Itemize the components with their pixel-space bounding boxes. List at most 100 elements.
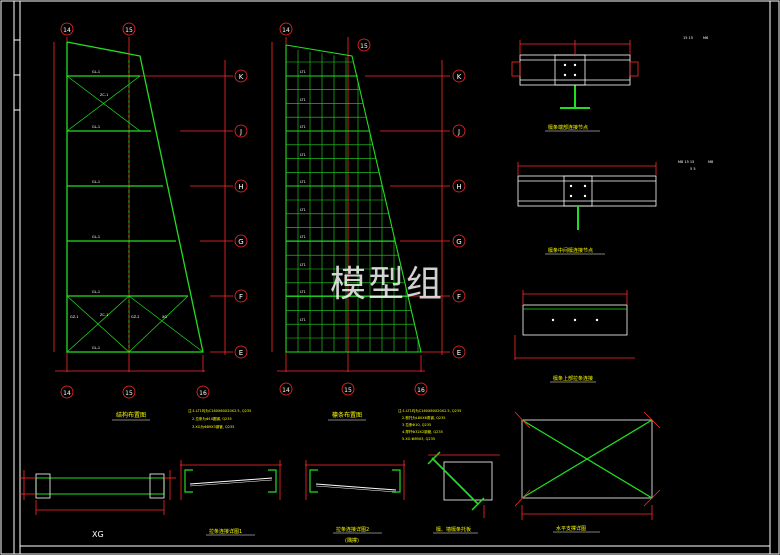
svg-text:16: 16 (199, 390, 207, 397)
svg-text:H: H (238, 183, 243, 191)
svg-text:M6: M6 (703, 36, 708, 40)
axis-bubble-bottom-14: 14 (60, 385, 74, 399)
svg-text:拉条连接详图2: 拉条连接详图2 (336, 526, 369, 533)
watermark: 模型组 (330, 264, 445, 305)
svg-text:15: 15 (125, 27, 133, 34)
svg-text:14: 14 (63, 27, 71, 34)
svg-text:注:1.LT1均为C160X60X20X2.5, Q235: 注:1.LT1均为C160X60X20X2.5, Q235 (398, 408, 461, 413)
svg-text:4.撑杆Φ32X2钢管, Q235: 4.撑杆Φ32X2钢管, Q235 (402, 429, 443, 434)
svg-text:GL-1: GL-1 (92, 290, 100, 294)
svg-text:LT1: LT1 (300, 180, 306, 184)
svg-text:LT1: LT1 (300, 235, 306, 239)
svg-text:LT1: LT1 (300, 125, 306, 129)
svg-text:M8: M8 (708, 160, 713, 164)
svg-text:檩条上部拉条连接: 檩条上部拉条连接 (553, 375, 593, 382)
structure-layout-drawing: 14 15 14 15 16 (53, 22, 248, 421)
svg-text:GZ-1: GZ-1 (70, 315, 79, 319)
axis-bubble-bottom-16: 16 (196, 385, 210, 399)
svg-text:GL-1: GL-1 (92, 125, 100, 129)
svg-text:檩条中间檩连接节点: 檩条中间檩连接节点 (548, 247, 593, 254)
svg-text:F: F (239, 293, 243, 301)
svg-text:H: H (456, 183, 461, 191)
detail-purlin-support: 檩、墙檩条托板 (427, 451, 500, 534)
svg-text:15: 15 (125, 390, 133, 397)
grid-bubbles-drawing-2: K J H G F E (452, 69, 466, 359)
svg-text:水平支撑详图: 水平支撑详图 (556, 525, 586, 532)
svg-text:檩条端部连接节点: 檩条端部连接节点 (548, 124, 588, 131)
svg-text:3.拉条Φ10, Q235: 3.拉条Φ10, Q235 (402, 422, 431, 427)
detail-horizontal-brace: 水平支撑详图 (514, 411, 661, 533)
detail-brace-2: 拉条连接详图2 (隅撑) (305, 460, 405, 544)
svg-text:G: G (456, 238, 461, 246)
svg-text:GL-1: GL-1 (92, 180, 100, 184)
svg-text:檩、墙檩条托板: 檩、墙檩条托板 (436, 526, 471, 533)
svg-text:E: E (457, 349, 461, 357)
svg-text:LT1: LT1 (300, 208, 306, 212)
svg-text:3.XG为Φ89X3钢管, Q235: 3.XG为Φ89X3钢管, Q235 (192, 424, 234, 429)
svg-text:(隅撑): (隅撑) (345, 537, 359, 544)
svg-text:2.拉条为Φ10圆钢, Q235: 2.拉条为Φ10圆钢, Q235 (192, 416, 232, 421)
svg-text:J: J (457, 128, 460, 136)
svg-text:15: 15 (344, 387, 352, 394)
svg-text:15 15: 15 15 (683, 36, 693, 40)
right-annotations: 15 15 M6 M8 15 15 M8 5 5 (678, 36, 713, 171)
notes-block-2: 注:1.LT1均为C160X60X20X2.5, Q235 2.檩托为L80X6… (398, 408, 461, 441)
svg-text:K: K (239, 73, 244, 81)
svg-text:XG: XG (92, 530, 104, 539)
svg-text:G: G (238, 238, 243, 246)
svg-text:ZC-1: ZC-1 (100, 313, 108, 317)
svg-text:LT1: LT1 (300, 153, 306, 157)
svg-text:LT1: LT1 (300, 98, 306, 102)
axis-bubble-bottom-15: 15 (122, 385, 136, 399)
svg-text:注:1.LT1均为C160X60X20X2.5, Q235: 注:1.LT1均为C160X60X20X2.5, Q235 (188, 408, 251, 413)
grid-bubbles-drawing-1: K J H G F E (234, 69, 248, 359)
purlin-labels: LT1 LT1 LT1 LT1 LT1 LT1 LT1 LT1 LT1 LT1 (300, 70, 306, 322)
svg-text:E: E (239, 349, 243, 357)
axis-bubble-bottom-16-b: 16 (414, 382, 428, 396)
detail-beam-top-joint: 檩条端部连接节点 (511, 40, 639, 132)
svg-text:F: F (457, 293, 461, 301)
svg-text:GL-1: GL-1 (92, 235, 100, 239)
member-labels-drawing-1: GL-1 GL-1 GL-1 GL-1 GL-1 GL-1 GZ-1 GZ-2 … (70, 70, 167, 350)
svg-text:5 5: 5 5 (690, 167, 696, 171)
svg-text:2.檩托为L80X6角钢, Q235: 2.檩托为L80X6角钢, Q235 (402, 415, 446, 420)
axis-bubble-top-14: 14 (60, 22, 74, 36)
structure-frame (66, 41, 204, 353)
purlin-grid (286, 49, 421, 353)
svg-text:GL-1: GL-1 (92, 70, 100, 74)
svg-text:J: J (239, 128, 242, 136)
purlin-layout-title: 檩条布置图 (332, 411, 362, 419)
purlin-layout-drawing: 14 15 14 15 16 K (271, 22, 466, 421)
structure-dimensions (53, 37, 233, 372)
detail-beam-mid-joint: 檩条中间檩连接节点 (517, 162, 657, 255)
svg-text:M8 15 15: M8 15 15 (678, 160, 694, 164)
svg-text:15: 15 (360, 43, 368, 50)
svg-text:LT1: LT1 (300, 263, 306, 267)
svg-text:GL-1: GL-1 (92, 346, 100, 350)
svg-text:16: 16 (417, 387, 425, 394)
detail-beam-lower: 檩条上部拉条连接 (514, 290, 635, 383)
svg-text:LT1: LT1 (300, 318, 306, 322)
axis-bubble-bottom-14-b: 14 (279, 382, 293, 396)
svg-text:GZ-2: GZ-2 (131, 315, 140, 319)
purlin-dimensions (271, 37, 450, 372)
svg-text:14: 14 (282, 27, 290, 34)
svg-text:ZC-1: ZC-1 (100, 93, 108, 97)
svg-text:K: K (457, 73, 462, 81)
svg-text:LT1: LT1 (300, 290, 306, 294)
svg-text:14: 14 (282, 387, 290, 394)
svg-text:拉条连接详图1: 拉条连接详图1 (209, 528, 242, 535)
detail-brace-1: 拉条连接详图1 (180, 460, 282, 536)
svg-text:LT1: LT1 (300, 70, 306, 74)
structure-layout-title: 结构布置图 (116, 411, 146, 419)
detail-xg-section: XG (20, 470, 176, 539)
axis-bubble-top-15-b: 15 (357, 38, 371, 52)
notes-block-1: 注:1.LT1均为C160X60X20X2.5, Q235 2.拉条为Φ10圆钢… (188, 408, 251, 429)
axis-bubble-top-15: 15 (122, 22, 136, 36)
svg-text:5.XG Φ89X3, Q235: 5.XG Φ89X3, Q235 (402, 437, 435, 441)
svg-text:XG: XG (162, 315, 167, 319)
axis-bubble-bottom-15-b: 15 (341, 382, 355, 396)
axis-bubble-top-14-b: 14 (279, 22, 293, 36)
